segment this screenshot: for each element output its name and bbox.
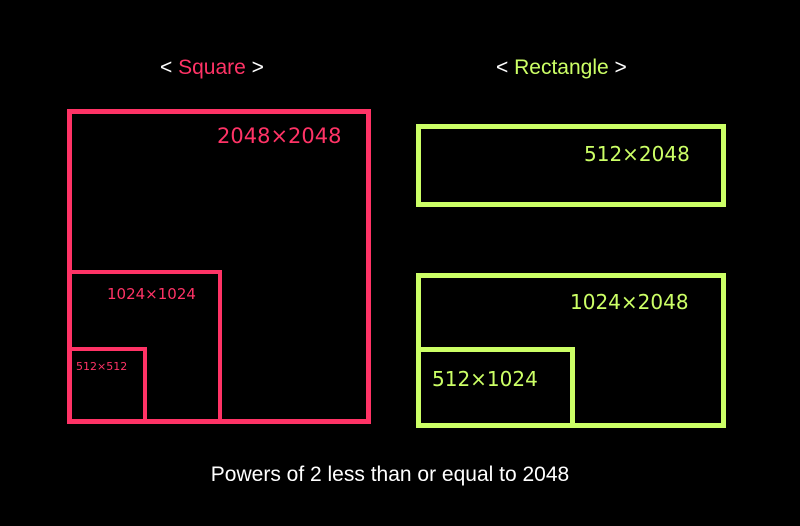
rectangle-512x1024-box [416,347,575,428]
rectangle-heading-word: Rectangle [514,56,609,79]
square-512-label: 512×512 [76,360,128,373]
rectangle-heading-open: < [496,56,515,79]
rectangle-512x2048-box [416,124,726,207]
square-heading-open: < [160,56,179,79]
rectangle-1024x2048-label: 1024×2048 [570,290,689,314]
diagram-caption: Powers of 2 less than or equal to 2048 [210,463,570,486]
square-heading-close: > [245,56,264,79]
rectangle-512x1024-label: 512×1024 [432,367,538,391]
square-heading-word: Square [178,56,246,79]
rectangle-heading-close: > [608,56,627,79]
square-heading: < Square > [160,56,264,80]
rectangle-512x2048-label: 512×2048 [584,142,690,166]
square-2048-label: 2048×2048 [217,124,342,148]
rectangle-heading: < Rectangle > [496,56,627,80]
square-512-box [67,347,147,424]
square-1024-label: 1024×1024 [107,285,196,303]
